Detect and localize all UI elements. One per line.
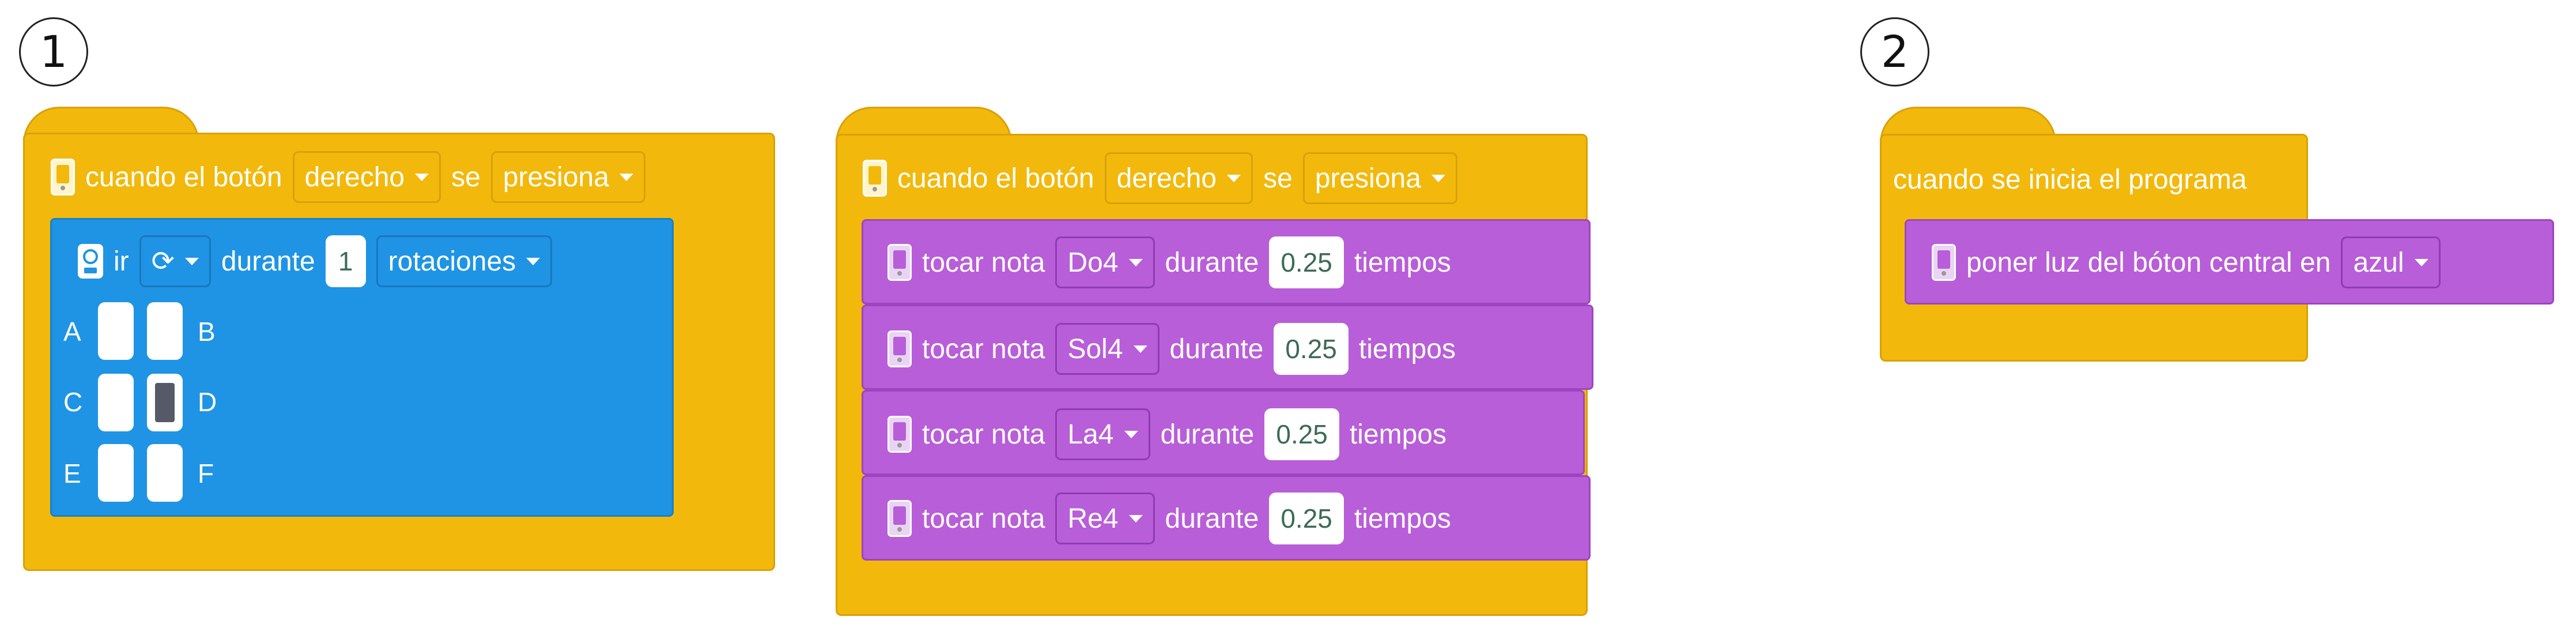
event-row: cuando el botón derecho se presiona <box>51 151 656 203</box>
when-button-label: cuando el botón <box>897 163 1094 194</box>
hub-icon <box>887 416 912 453</box>
hub-icon <box>887 500 912 537</box>
note-dropdown[interactable]: La4 <box>1055 408 1150 460</box>
set-light-label: poner luz del bóton central en <box>1966 247 2331 278</box>
durante-label: durante <box>221 246 315 277</box>
port-label-d: D <box>198 387 217 417</box>
set-light-block[interactable] <box>1905 219 2554 305</box>
unit-dropdown[interactable]: rotaciones <box>376 235 553 287</box>
when-button-label: cuando el botón <box>85 161 282 193</box>
step-number-2: 2 <box>1860 17 1929 87</box>
chevron-down-icon <box>1227 174 1241 182</box>
port-e-selector[interactable] <box>98 444 134 502</box>
set-light-row: poner luz del bóton central en azul <box>1932 236 2451 288</box>
button-dropdown[interactable]: derecho <box>292 151 441 203</box>
durante-label: durante <box>1165 503 1259 534</box>
port-label-f: F <box>198 458 214 488</box>
beats-unit-label: tiempos <box>1349 419 1446 450</box>
event-row: cuando el botón derecho se presiona <box>863 152 1468 204</box>
port-d-selector[interactable] <box>147 374 183 431</box>
light-color-dropdown[interactable]: azul <box>2341 236 2441 288</box>
play-note-block[interactable] <box>862 475 1591 561</box>
durante-label: durante <box>1165 247 1259 278</box>
clockwise-rotation-icon: ⟳ <box>151 246 175 277</box>
play-note-row: tocar nota Do4 durante 0.25 tiempos <box>887 236 1461 288</box>
chevron-down-icon <box>1431 174 1445 182</box>
note-dropdown[interactable]: Re4 <box>1055 493 1155 544</box>
beats-input[interactable]: 0.25 <box>1269 236 1344 288</box>
port-label-c: C <box>63 387 83 417</box>
motor-icon <box>78 244 103 279</box>
step-number-1: 1 <box>19 17 88 87</box>
action-dropdown[interactable]: presiona <box>490 151 645 203</box>
port-f-selector[interactable] <box>147 444 183 502</box>
hub-icon <box>863 160 887 197</box>
direction-dropdown[interactable]: ⟳ <box>139 235 211 287</box>
hub-icon <box>887 244 912 281</box>
chevron-down-icon <box>1128 258 1143 266</box>
chevron-down-icon <box>526 257 541 265</box>
play-note-row: tocar nota Re4 durante 0.25 tiempos <box>887 493 1461 544</box>
port-label-e: E <box>63 458 81 488</box>
motor-row: ir ⟳ durante 1 rotaciones <box>78 235 562 287</box>
play-note-label: tocar nota <box>922 247 1045 278</box>
chevron-down-icon <box>2414 258 2428 266</box>
beats-unit-label: tiempos <box>1358 333 1456 364</box>
play-note-label: tocar nota <box>922 503 1045 534</box>
play-note-label: tocar nota <box>922 333 1045 364</box>
se-label: se <box>1263 163 1293 194</box>
play-note-label: tocar nota <box>922 419 1045 450</box>
durante-label: durante <box>1160 419 1255 450</box>
beats-unit-label: tiempos <box>1354 247 1451 278</box>
chevron-down-icon <box>415 173 429 181</box>
play-note-row: tocar nota Sol4 durante 0.25 tiempos <box>887 323 1466 375</box>
play-note-block[interactable] <box>862 305 1593 390</box>
rotations-input[interactable]: 1 <box>325 235 366 287</box>
chevron-down-icon <box>184 257 199 265</box>
play-note-block[interactable] <box>862 390 1585 475</box>
port-c-selector[interactable] <box>98 374 134 431</box>
port-a-selector[interactable] <box>98 302 134 360</box>
hub-icon <box>887 330 912 367</box>
button-dropdown[interactable]: derecho <box>1104 152 1253 204</box>
play-note-block[interactable] <box>862 219 1591 305</box>
beats-input[interactable]: 0.25 <box>1269 493 1344 544</box>
program-start-label: cuando se inicia el programa <box>1893 164 2247 195</box>
durante-label: durante <box>1169 333 1264 364</box>
note-dropdown[interactable]: Sol4 <box>1055 323 1159 375</box>
chevron-down-icon <box>1124 430 1138 438</box>
port-label-b: B <box>198 317 216 347</box>
port-label-a: A <box>63 317 81 347</box>
chevron-down-icon <box>1128 514 1143 523</box>
event-row: cuando se inicia el programa <box>1893 153 2257 205</box>
hub-icon <box>51 159 75 196</box>
port-b-selector[interactable] <box>147 302 183 360</box>
action-dropdown[interactable]: presiona <box>1302 152 1457 204</box>
chevron-down-icon <box>1133 345 1147 353</box>
chevron-down-icon <box>619 173 633 181</box>
se-label: se <box>451 161 481 193</box>
beats-input[interactable]: 0.25 <box>1274 323 1349 375</box>
beats-input[interactable]: 0.25 <box>1264 408 1339 460</box>
note-dropdown[interactable]: Do4 <box>1055 236 1155 288</box>
beats-unit-label: tiempos <box>1354 503 1451 534</box>
play-note-row: tocar nota La4 durante 0.25 tiempos <box>887 408 1457 460</box>
hub-icon <box>1932 244 1956 281</box>
ir-label: ir <box>114 246 129 277</box>
